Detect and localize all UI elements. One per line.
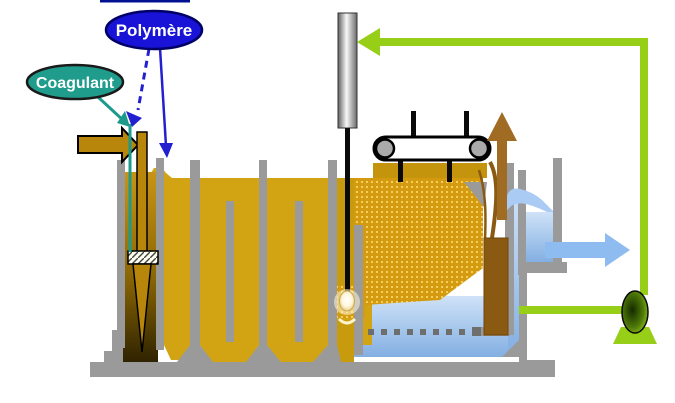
pump-base <box>613 327 657 344</box>
conveyor-post-right <box>464 111 469 138</box>
hopper-2 <box>267 345 328 363</box>
polymer-dosing <box>126 47 173 158</box>
sludge-pipe-inner <box>477 169 487 241</box>
hopper-1 <box>200 345 259 363</box>
mixer-motor-cylinder <box>337 12 358 129</box>
sludge-pipe-outer <box>488 161 499 239</box>
recycle-top-line <box>370 38 642 46</box>
hopper-wedge-3 <box>313 345 341 362</box>
mixer-ball <box>339 290 355 312</box>
right-lower-wall <box>519 273 527 365</box>
baffle-1 <box>190 160 200 345</box>
corner-chamfer <box>502 337 522 357</box>
conveyor-leg-left <box>398 160 403 182</box>
recycle-loop <box>357 28 657 344</box>
mix-chamber-right-wall <box>156 158 164 350</box>
recycle-right-line <box>640 38 648 295</box>
treated-water-arrow <box>545 233 630 267</box>
lance-tip <box>132 263 152 353</box>
conveyor-roller-right <box>468 138 490 159</box>
conveyor-leg-right <box>447 160 452 182</box>
weir-overflow-water <box>506 188 553 215</box>
ball-glow-arc <box>337 317 357 325</box>
outer-left-wall <box>117 160 125 348</box>
conveyor-post-left <box>411 111 416 138</box>
outlet-outer-wall <box>553 158 562 270</box>
polymer-label-text: Polymère <box>116 21 193 40</box>
baffle-2 <box>226 201 234 342</box>
sludge-deflector <box>464 182 487 207</box>
recycle-arrowhead <box>357 28 380 56</box>
polymer-dashed-line <box>136 48 151 111</box>
polymer-solid-line <box>158 47 168 147</box>
coagulant-oval <box>25 63 125 101</box>
polymer-solid-arrowhead <box>159 143 173 158</box>
recycle-suction-line <box>519 306 627 314</box>
left-hopper-wall <box>112 330 123 363</box>
base-slab <box>90 362 538 377</box>
coagulant-dosing <box>96 95 132 252</box>
weir-wall <box>518 170 526 275</box>
conveyor-belt <box>372 135 492 162</box>
outlet-channel-floor <box>518 262 567 273</box>
tank-walls-and-baffles <box>90 158 567 377</box>
draft-tube-right-wall <box>354 225 363 355</box>
coagulant-label: Coagulant <box>25 63 125 101</box>
sludge-collection-box <box>483 237 509 336</box>
mixer-draft-tube-lower <box>337 320 354 363</box>
top-edge-artifact <box>100 0 190 3</box>
baffle-5 <box>328 160 337 345</box>
polymer-dashed-arrowhead <box>126 111 142 127</box>
polymer-oval <box>104 9 204 51</box>
coagulant-feed-line <box>128 124 132 252</box>
sludge-blanket-stipple <box>333 178 483 318</box>
skimmer-conveyor <box>372 111 492 182</box>
mixer-shaft <box>345 128 350 300</box>
sludge-cap-band <box>373 163 487 178</box>
lance-shaft <box>136 131 148 253</box>
injection-lance <box>127 131 159 353</box>
mixer-assembly <box>334 12 360 325</box>
flotation-right-wall <box>505 163 514 335</box>
polymer-label: Polymère <box>104 9 204 51</box>
static-mixer-hatched-box <box>127 250 159 265</box>
recycle-pump <box>621 290 649 334</box>
conveyor-roller-left <box>374 138 396 159</box>
sludge-removal-arrow <box>487 112 517 220</box>
baffle-3 <box>259 160 267 345</box>
hopper-wedge-2 <box>246 345 281 362</box>
coagulant-label-text: Coagulant <box>36 75 115 92</box>
left-base-step <box>104 351 112 363</box>
recycle-distributor-nozzles <box>368 327 481 336</box>
hopper-wedge-1 <box>177 345 213 362</box>
baffle-4 <box>295 201 303 342</box>
coagulant-arrowhead <box>117 111 130 127</box>
